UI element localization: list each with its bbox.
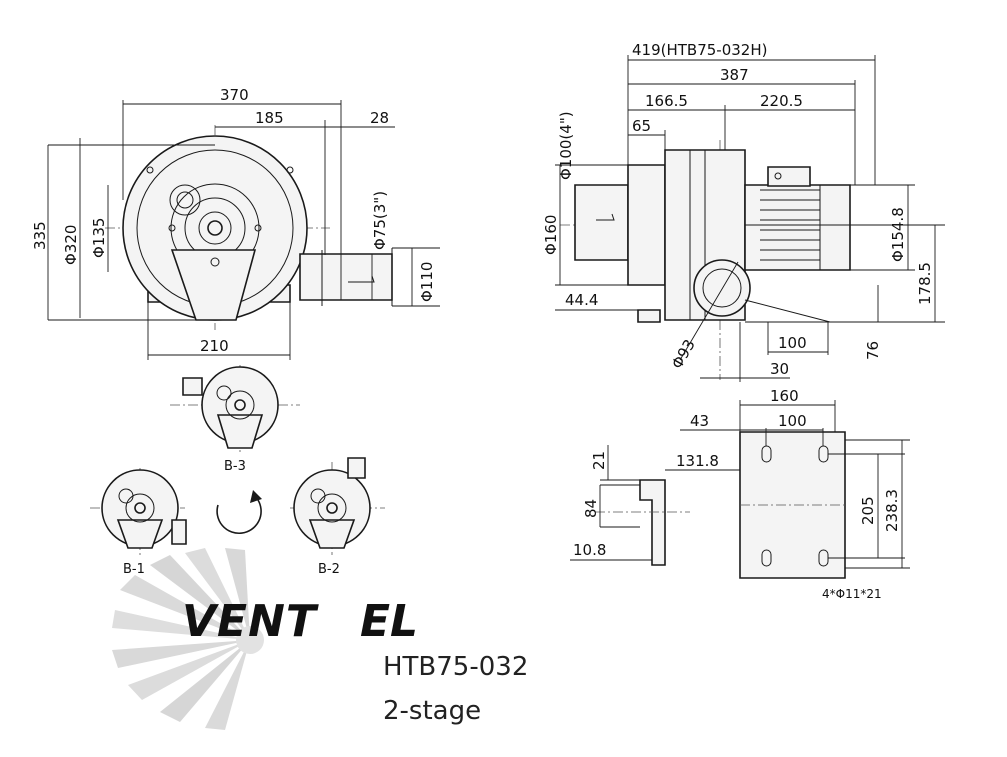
dim-total-h: 419(HTB75-032H) [632, 41, 767, 59]
dim-front-half-width: 185 [255, 109, 284, 127]
dim-outlet-dia-side: Φ93 [668, 336, 699, 372]
dim-inlet-flange: Φ160 [542, 215, 560, 255]
fan-logo-icon [112, 548, 264, 730]
logo-text-accent: EL [360, 596, 418, 647]
front-view: 370 185 28 335 Φ320 Φ135 Φ75(3") Φ110 21… [31, 86, 440, 360]
ventel-logo: VENT EL [112, 548, 418, 730]
dim-foot-offset: 30 [770, 360, 789, 378]
label-b2: B-2 [318, 562, 340, 577]
dim-plan-hole-pitch: 100 [778, 412, 807, 430]
dim-seg1: 166.5 [645, 92, 688, 110]
label-b3: B-3 [224, 459, 246, 474]
dim-motor-h: 178.5 [916, 262, 934, 305]
dim-plan-overall: 238.3 [883, 489, 901, 532]
dim-seg2: 220.5 [760, 92, 803, 110]
dim-foot-width: 100 [778, 334, 807, 352]
dim-plan-plate: 10.8 [573, 541, 606, 559]
rotation-arrow-icon [216, 490, 262, 535]
dim-outlet-offset: 28 [370, 109, 389, 127]
stage-label: 2-stage [383, 696, 482, 726]
dim-base-width: 210 [200, 337, 229, 355]
dim-front-height: 335 [31, 221, 49, 250]
label-b1: B-1 [123, 562, 145, 577]
orientation-b1: B-1 [90, 468, 187, 577]
base-plan: 160 100 43 131.8 21 84 10.8 205 238.3 4*… [570, 387, 910, 601]
dim-base-offset: 44.4 [565, 291, 598, 309]
model-name: HTB75-032 [383, 652, 529, 682]
dim-inner-dia: Φ135 [90, 218, 108, 258]
dim-motor-dia: Φ154.8 [889, 207, 907, 262]
note-holes: 4*Φ11*21 [822, 587, 882, 601]
dim-plan-side: 84 [582, 499, 600, 518]
dim-plan-edge: 131.8 [676, 452, 719, 470]
dim-plan-offset: 43 [690, 412, 709, 430]
dim-inlet-dia: Φ100(4") [557, 111, 575, 180]
logo-text: VENT [182, 596, 319, 647]
dim-total: 387 [720, 66, 749, 84]
dim-outer-dia: Φ320 [62, 225, 80, 265]
dim-front-width: 370 [220, 86, 249, 104]
orientation-b3: B-3 [170, 365, 300, 474]
dim-plan-top: 21 [590, 451, 608, 470]
dim-plan-width: 160 [770, 387, 799, 405]
side-view: 419(HTB75-032H) 387 166.5 220.5 65 Φ100(… [542, 41, 945, 382]
dim-outlet-flange: Φ110 [418, 262, 436, 302]
dim-plan-height: 205 [859, 496, 877, 525]
dim-inlet-len: 65 [632, 117, 651, 135]
dim-foot-h: 76 [864, 341, 882, 360]
dim-outlet-dia: Φ75(3") [371, 191, 389, 250]
orientation-b2: B-2 [290, 457, 385, 577]
